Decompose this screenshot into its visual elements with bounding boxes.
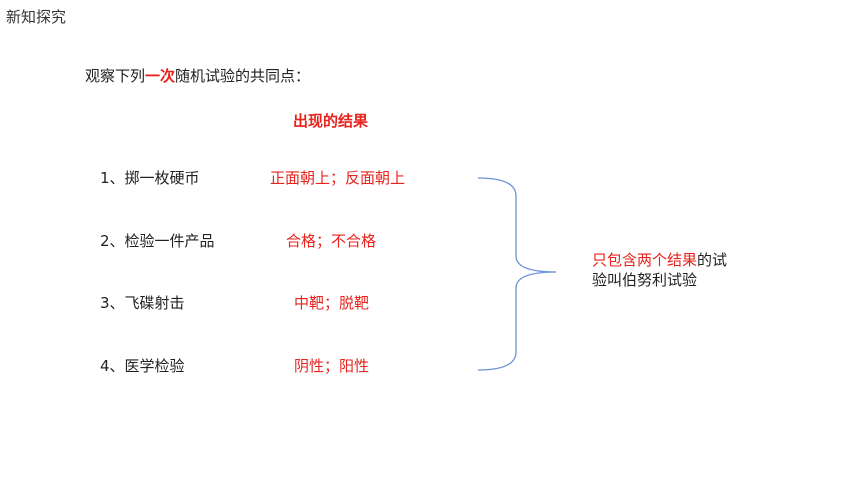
conclusion-text: 只包含两个结果的试 验叫伯努利试验 bbox=[592, 250, 752, 290]
intro-prefix: 观察下列 bbox=[85, 67, 146, 85]
item-label-medical: 4、医学检验 bbox=[100, 357, 185, 375]
item-result-coin: 正面朝上；反面朝上 bbox=[270, 169, 406, 187]
intro-highlight: 一次 bbox=[145, 67, 176, 85]
item-result-product: 合格；不合格 bbox=[286, 232, 377, 250]
item-result-medical: 阴性；阳性 bbox=[294, 357, 370, 375]
brace-path bbox=[477, 177, 557, 371]
section-title: 新知探究 bbox=[6, 8, 67, 26]
conclusion-rest: 的试 bbox=[697, 251, 728, 269]
conclusion-red: 只包含两个结果 bbox=[592, 251, 698, 269]
right-brace bbox=[477, 177, 557, 371]
conclusion-line2: 验叫伯努利试验 bbox=[592, 271, 698, 289]
intro-text: 观察下列一次随机试验的共同点： bbox=[85, 65, 310, 86]
item-label-coin: 1、掷一枚硬币 bbox=[100, 169, 200, 187]
result-header: 出现的结果 bbox=[293, 112, 369, 130]
intro-suffix: 随机试验的共同点： bbox=[175, 67, 311, 85]
item-result-skeet: 中靶；脱靶 bbox=[294, 294, 370, 312]
item-label-skeet: 3、飞碟射击 bbox=[100, 294, 185, 312]
item-label-product: 2、检验一件产品 bbox=[100, 232, 215, 250]
